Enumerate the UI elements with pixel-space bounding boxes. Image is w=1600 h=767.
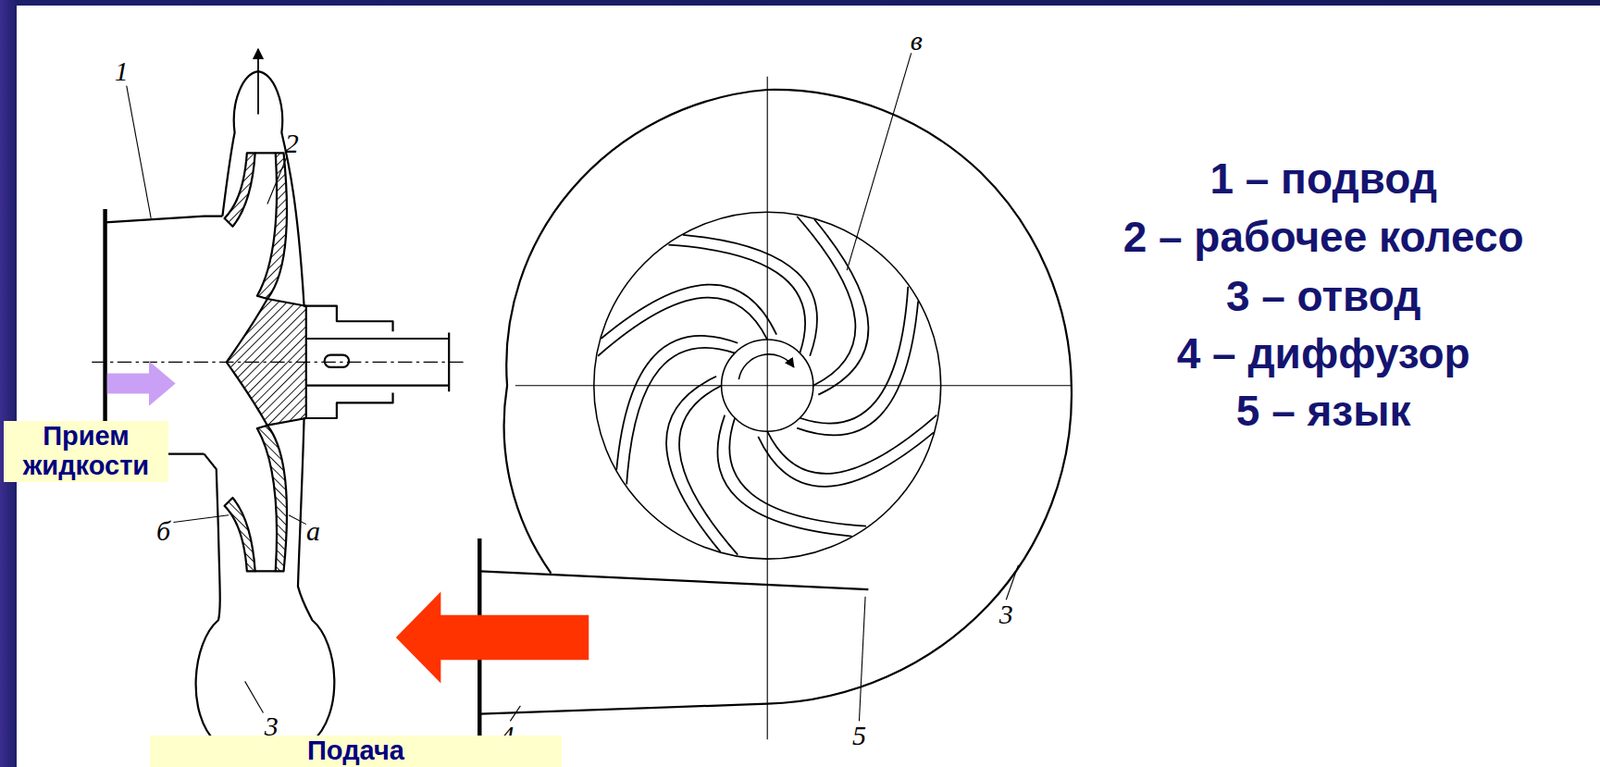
label-text: 4 – диффузор	[1177, 329, 1471, 377]
callout-letter: б	[156, 517, 171, 546]
label-text: 1 – подвод	[1209, 155, 1438, 203]
inlet-callout-box: Прием жидкости	[3, 421, 169, 483]
label-text: 3	[999, 600, 1014, 629]
inlet-arrow	[107, 360, 176, 407]
callout-letter: в	[910, 26, 923, 55]
label-text: б	[156, 517, 171, 546]
part-list-line: 2 – рабочее колесо	[1123, 213, 1525, 261]
part-list-line: 5 – язык	[1236, 387, 1412, 435]
label-text: а	[306, 517, 321, 546]
label-text: 5 – язык	[1236, 387, 1412, 435]
box-text: Подача	[153, 736, 559, 767]
outlet-arrow	[396, 591, 589, 683]
box-text: Прием жидкости	[7, 421, 165, 482]
part-list-line: 3 – отвод	[1226, 272, 1422, 320]
label-text: в	[910, 26, 923, 55]
callout-number: 5	[852, 721, 867, 750]
part-list-line: 4 – диффузор	[1177, 329, 1471, 377]
label-text: 5	[852, 721, 867, 750]
outlet-callout-box: Подача	[149, 735, 562, 767]
leader-lines	[126, 52, 1019, 721]
callout-letter: а	[306, 517, 321, 546]
label-text: 3 – отвод	[1226, 272, 1422, 320]
label-text: 1	[114, 57, 129, 86]
label-text: 2	[285, 129, 299, 158]
label-text: 2 – рабочее колесо	[1123, 213, 1525, 261]
callout-number: 2	[285, 129, 299, 158]
callout-number: 3	[999, 600, 1014, 629]
part-list-line: 1 – подвод	[1209, 155, 1438, 203]
callout-number: 1	[114, 57, 129, 86]
